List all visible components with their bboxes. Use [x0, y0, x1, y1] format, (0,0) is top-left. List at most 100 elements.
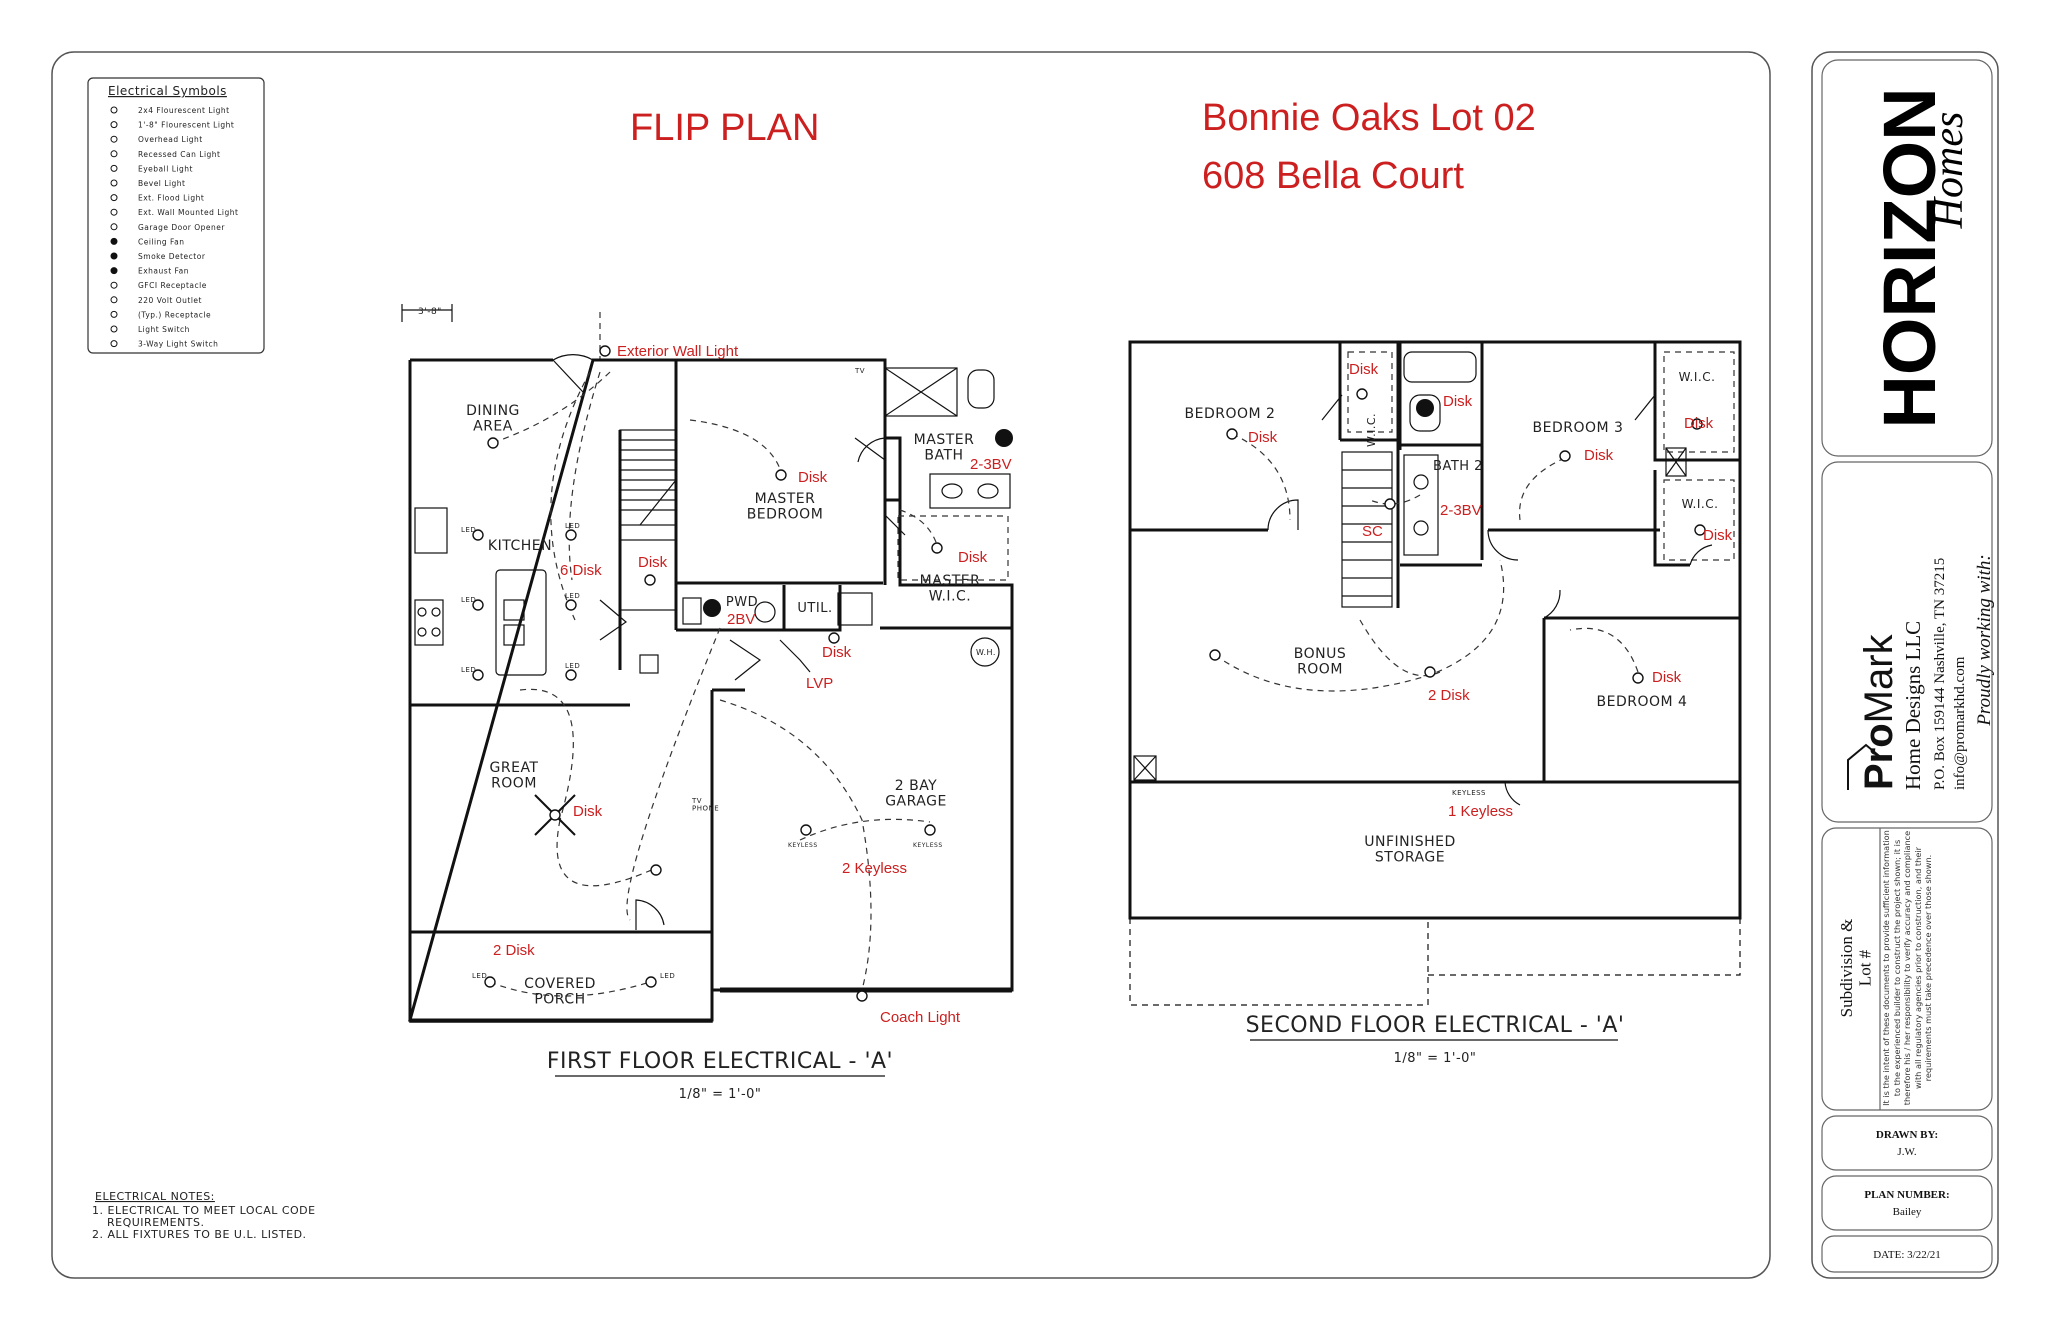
led-label: LED: [461, 526, 476, 534]
room-label-util: UTIL.: [797, 601, 832, 616]
dimension-text: 3'-8": [418, 307, 442, 317]
overhead-light-icon: [1694, 524, 1706, 536]
legend-item-label: Garage Door Opener: [138, 223, 225, 232]
master-wic-door: [884, 514, 906, 536]
keyless-label: KEYLESS: [788, 842, 818, 849]
overhead-light-icon: [828, 632, 840, 644]
room-label-wic3: W.I.C.: [1682, 497, 1719, 511]
legend-item-label: Exhaust Fan: [138, 267, 189, 276]
flip-plan-label: FLIP PLAN: [630, 107, 819, 149]
legend-item-label: Eyeball Light: [138, 164, 193, 173]
first-floor-fixtures: [472, 345, 1013, 1002]
legend-symbol-icon: [110, 310, 118, 318]
vanity-sink: [977, 483, 999, 499]
legend-item: 2x4 Flourescent Light: [110, 106, 230, 115]
vanity-sink: [1413, 474, 1429, 490]
horizon-logo-script: Homes: [1926, 112, 1972, 230]
project-name: Bonnie Oaks Lot 02: [1202, 97, 1536, 139]
legend-item-label: GFCI Receptacle: [138, 281, 207, 290]
electrical-note-2: 2. ALL FIXTURES TO BE U.L. LISTED.: [92, 1228, 307, 1241]
legend-symbol-icon: [110, 252, 118, 260]
legend-symbol-icon: [110, 223, 118, 231]
legend-item: Ext. Flood Light: [110, 194, 204, 203]
overhead-light-icon: [1424, 666, 1436, 678]
circuit-run: [1518, 457, 1566, 521]
plan-number-value: Bailey: [1893, 1206, 1922, 1218]
room-label-wic1: W.I.C.: [1365, 413, 1378, 447]
legend-item: Recessed Can Light: [110, 150, 220, 159]
legend-item: Ext. Wall Mounted Light: [110, 208, 238, 217]
circuit-run: [519, 688, 574, 821]
first-floor-title: FIRST FLOOR ELECTRICAL - 'A': [547, 1049, 893, 1074]
plan-number-panel: [1821, 1175, 1993, 1231]
designer-address: P.O. Box 159144 Nashville, TN 37215: [1932, 558, 1948, 790]
legend-box: [87, 77, 265, 354]
attic-access-x: [1665, 447, 1687, 477]
refrigerator: [414, 507, 448, 554]
note-kitchen-disk: 6 Disk: [560, 562, 602, 579]
legend-item: GFCI Receptacle: [110, 281, 207, 290]
shower-x: [884, 367, 958, 417]
electrical-note-1-cont: REQUIREMENTS.: [107, 1216, 205, 1229]
designer-email: info@promarkhd.com: [1952, 656, 1968, 790]
second-floor-scale: 1/8" = 1'-0": [1394, 1051, 1477, 1066]
note-wic3-disk: Disk: [1703, 527, 1733, 544]
legend-symbol-icon: [110, 135, 118, 143]
entry-door: [552, 354, 594, 393]
legend-item-label: 1'-8" Flourescent Light: [138, 121, 234, 130]
porch-outline: [409, 931, 713, 1023]
room-label-pwd: PWD: [726, 595, 758, 610]
legend-symbol-icon: [110, 267, 118, 275]
kitchen-island: [495, 569, 547, 676]
second-floor-exterior-wall: [1128, 340, 1742, 920]
legend-symbol-icon: [110, 106, 118, 114]
led-label: LED: [472, 972, 487, 980]
toilet: [967, 369, 995, 409]
electrical-note-1: 1. ELECTRICAL TO MEET LOCAL CODE: [92, 1204, 316, 1217]
legend-symbol-icon: [110, 325, 118, 333]
circuit-run: [719, 699, 872, 991]
recessed-can-light-icon: [472, 599, 484, 611]
overhead-light-icon: [931, 542, 943, 554]
room-label-bedroom3: BEDROOM 3: [1533, 420, 1624, 436]
recessed-can-light-icon: [565, 669, 577, 681]
first-floor-below-outline: [1129, 918, 1429, 1006]
room-label-bath2: BATH 2: [1433, 459, 1483, 474]
storage-door: [1504, 781, 1521, 806]
keyless-label: KEYLESS: [1452, 789, 1486, 797]
legend-item-label: 2x4 Flourescent Light: [138, 106, 230, 115]
project-address: 608 Bella Court: [1202, 155, 1464, 197]
led-label: LED: [565, 592, 580, 600]
first-floor-plan: 3'-8": [401, 304, 1014, 1023]
circuit-run: [550, 371, 591, 621]
stairs-first-floor: [619, 429, 677, 526]
first-floor-notes: Exterior Wall Light 6 Disk Disk 2-3BV Di…: [493, 343, 1012, 1026]
proudly-working-with: Proudly working with:: [1974, 554, 1995, 726]
legend-symbol-icon: [110, 164, 118, 172]
closet-door: [599, 599, 627, 641]
double-vanity: [929, 473, 1011, 509]
legend-item-label: Bevel Light: [138, 179, 186, 188]
keyless-light-icon: [800, 824, 812, 836]
circuit-run: [1231, 433, 1291, 521]
legend-symbol-icon: [110, 208, 118, 216]
tv-label: TV: [854, 367, 865, 375]
overhead-light-icon: [1632, 672, 1644, 684]
legend-symbol-icon: [110, 121, 118, 129]
legend-item: 3-Way Light Switch: [110, 340, 218, 349]
overhead-light-icon: [1226, 428, 1238, 440]
second-floor-room-labels: BEDROOM 2 BEDROOM 3 BEDROOM 4 BATH 2 W.I…: [1185, 370, 1719, 865]
vanity-sink: [1413, 520, 1429, 536]
first-floor-circuits: [489, 371, 939, 997]
title-block-border: [1811, 51, 1999, 1279]
shower: [884, 367, 958, 417]
title-block: HORIZON Homes Proudly working with: ProM…: [1821, 59, 1995, 1273]
wic3-wall: [1653, 470, 1690, 567]
legend-item-label: Light Switch: [138, 325, 190, 334]
note-bonus-disk: 2 Disk: [1428, 687, 1470, 704]
keyless-light-icon: [924, 824, 936, 836]
